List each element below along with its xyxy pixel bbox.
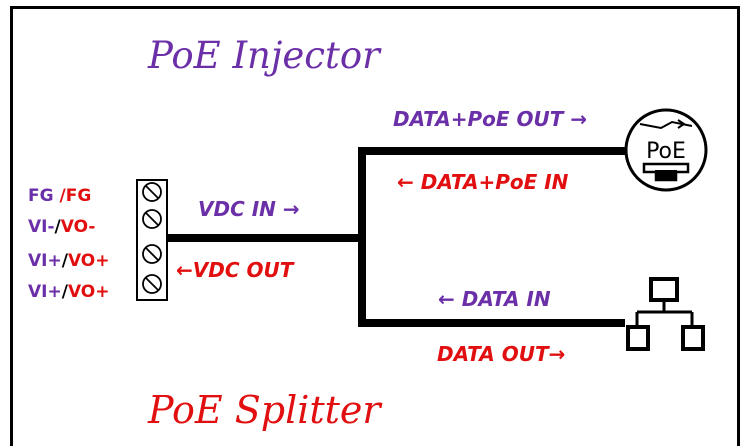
poe-splitter-title: PoE Splitter — [148, 388, 381, 432]
pin-output-label: FG — [65, 186, 92, 206]
data-in-label: ← DATA IN — [438, 287, 551, 311]
pin-label-vi-minus: VI-/VO- — [28, 217, 95, 237]
pin-separator: / — [61, 251, 68, 271]
pin-input-label: VI- — [28, 217, 55, 237]
poe-icon-text: PoE — [646, 139, 686, 164]
vdc-in-label: VDC IN → — [198, 197, 300, 221]
data-poe-out-label: DATA+PoE OUT → — [393, 107, 588, 131]
connection-lines — [167, 147, 625, 327]
terminal-screw-icon — [142, 274, 162, 294]
terminal-screw-icon — [142, 182, 162, 202]
poe-injector-title: PoE Injector — [148, 34, 380, 77]
pin-input-label: VI+ — [28, 282, 62, 302]
data-poe-in-label: ← DATA+PoE IN — [397, 170, 569, 194]
data-out-label: DATA OUT→ — [437, 342, 566, 366]
pin-label-vi-plus-2: VI+/VO+ — [28, 282, 110, 302]
terminal-screw-icon — [142, 244, 162, 264]
pin-input-label: VI+ — [28, 251, 62, 271]
terminal-screw-icon — [142, 209, 162, 229]
pin-separator: / — [61, 282, 68, 302]
pin-label-vi-plus-1: VI+/VO+ — [28, 251, 110, 271]
pin-separator: / — [54, 217, 61, 237]
pin-label-fg: FG /FG — [28, 186, 91, 206]
pin-separator: / — [53, 186, 66, 206]
pin-output-label: VO+ — [67, 282, 110, 302]
pin-output-label: VO- — [60, 217, 96, 237]
pin-output-label: VO+ — [67, 251, 110, 271]
pin-input-label: FG — [28, 186, 54, 206]
terminal-block-icon — [136, 179, 168, 301]
network-icon — [626, 277, 705, 351]
diagram-frame — [10, 6, 740, 446]
vdc-out-label: ←VDC OUT — [176, 258, 294, 282]
poe-device-icon: PoE — [624, 108, 708, 192]
